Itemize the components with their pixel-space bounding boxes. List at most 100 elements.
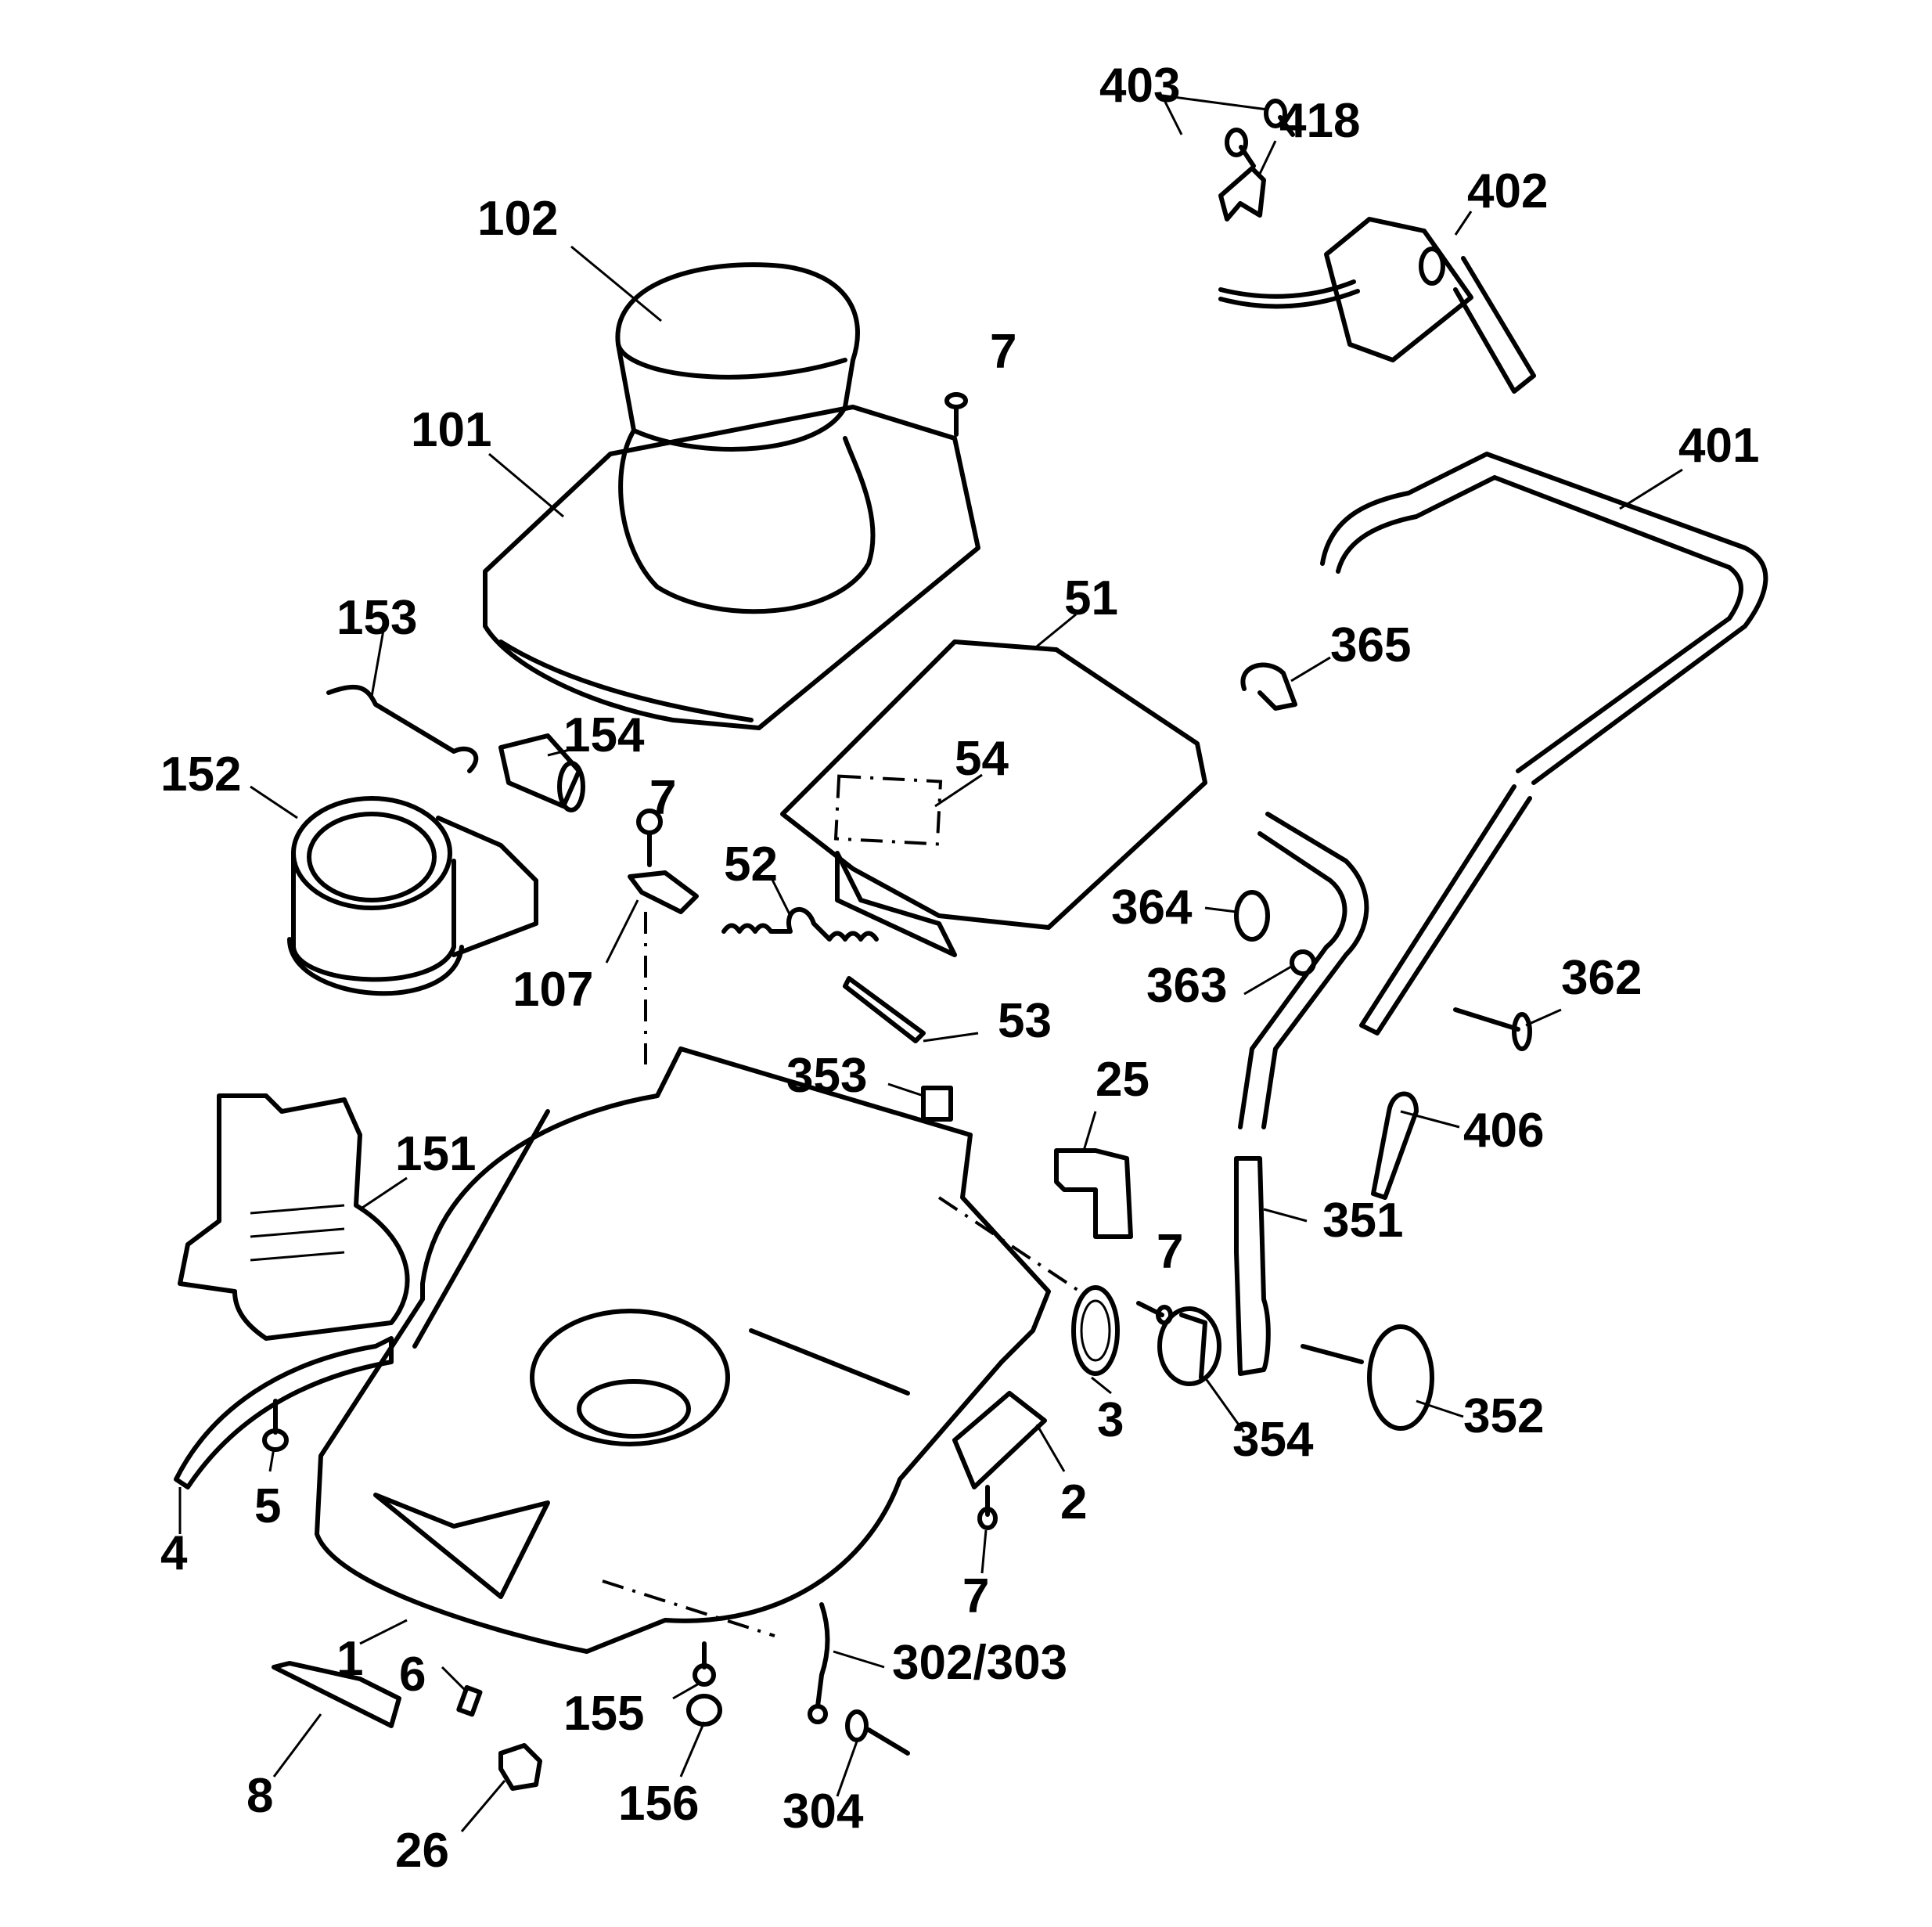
label-7a: 7 [990,325,1016,379]
part-154-capacitor [498,733,585,812]
part-153-wire [326,684,479,773]
label-2: 2 [1060,1475,1087,1529]
label-304: 304 [783,1785,864,1839]
leader-353 [887,1082,924,1097]
label-8: 8 [246,1769,273,1823]
label-352: 352 [1463,1389,1544,1443]
part-418-clip [1218,166,1266,222]
leader-151 [359,1176,408,1211]
part-402-switch [1218,217,1536,394]
leader-362 [1525,1008,1562,1027]
part-53-rod [843,976,926,1043]
label-53: 53 [998,994,1052,1048]
leader-403b [1160,95,1183,135]
label-406: 406 [1463,1104,1544,1158]
part-101-cover [483,405,980,730]
leader-155 [672,1681,701,1700]
part-403-screws [1225,99,1295,168]
leader-2 [1035,1424,1066,1472]
part-7-screw-107 [636,809,663,867]
leader-53 [923,1032,979,1043]
axis-deck [602,1579,775,1637]
leader-101 [488,452,564,518]
leader-51 [1032,613,1077,651]
part-51-deflector [780,639,1207,957]
label-364: 364 [1111,881,1193,935]
leader-156 [679,1721,706,1778]
label-102: 102 [477,192,558,246]
label-418: 418 [1279,94,1360,148]
leader-3 [1091,1376,1112,1395]
leader-107 [605,899,639,964]
label-101: 101 [411,403,491,457]
part-5-screw [262,1399,289,1452]
part-102-grass-bag [615,262,876,614]
part-25-cover [1054,1148,1133,1239]
part-lower-handle [1238,812,1369,1129]
leader-8 [272,1713,322,1778]
leader-352 [1416,1399,1464,1418]
part-406-pin [1371,1091,1419,1200]
part-401-handle [1320,452,1768,1036]
leader-5 [268,1447,275,1472]
label-365: 365 [1330,618,1411,672]
label-4: 4 [160,1526,188,1580]
part-151-motor [178,1093,410,1341]
part-155-screw [693,1641,716,1687]
part-365-clip [1240,662,1297,711]
label-155: 155 [563,1687,644,1741]
leader-406 [1400,1110,1460,1129]
label-7d: 7 [962,1569,989,1623]
part-1-deck [315,1046,1051,1654]
part-351-bracket [1234,1156,1271,1376]
label-302-303: 302/303 [892,1636,1067,1690]
part-7-screw-plate [977,1485,998,1530]
label-54: 54 [955,732,1009,786]
part-6-clip [456,1684,483,1717]
label-403: 403 [1099,59,1180,113]
label-6: 6 [399,1648,426,1702]
label-107: 107 [513,963,593,1017]
leader-7d [980,1529,988,1574]
leader-363 [1243,965,1292,996]
leader-154 [547,746,580,757]
label-1: 1 [336,1632,363,1686]
part-52-spring [721,906,879,942]
part-302-lever [808,1602,830,1724]
label-26: 26 [395,1824,449,1878]
leader-365 [1290,656,1331,683]
leader-418 [1258,140,1277,175]
leader-403a [1161,94,1268,111]
leader-152 [250,785,298,819]
leader-6 [441,1666,467,1692]
part-7-screw-top [944,392,968,437]
label-5: 5 [254,1479,281,1533]
label-353: 353 [786,1049,867,1103]
label-351: 351 [1322,1194,1403,1248]
part-152-motor-housing [287,796,538,996]
leader-402 [1454,211,1473,236]
label-401: 401 [1678,419,1759,473]
leader-26 [460,1780,506,1832]
label-362: 362 [1561,951,1642,1005]
part-4-bracket [174,1336,394,1489]
label-51: 51 [1064,571,1118,625]
part-352-wheel [1301,1324,1434,1431]
leader-54 [934,773,983,808]
label-354: 354 [1232,1413,1314,1467]
part-8-blade [272,1661,401,1728]
part-156-washer [686,1694,722,1727]
label-402: 402 [1467,164,1548,218]
leader-25 [1082,1111,1097,1151]
leader-302 [833,1650,885,1669]
part-364-wing-nut [1234,890,1270,942]
part-107-bracket [628,870,699,914]
label-156: 156 [618,1777,699,1831]
label-363: 363 [1146,959,1227,1013]
leader-102 [570,245,662,322]
label-3: 3 [1097,1393,1124,1447]
part-2-plate [952,1391,1047,1489]
leader-52 [769,876,792,917]
part-362-bolt [1453,1007,1532,1051]
